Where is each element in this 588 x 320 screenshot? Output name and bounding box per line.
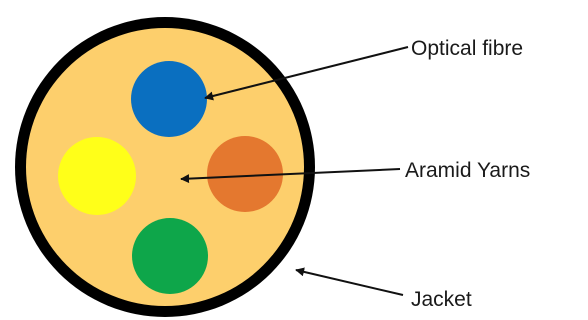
aramid-yarns-leader (180, 168, 401, 184)
aramid-yarn-filler (26, 28, 304, 306)
optical-fibre-label: Optical fibre (411, 37, 523, 60)
jacket-label: Jacket (411, 288, 472, 311)
optical-fibre-orange (207, 136, 283, 212)
optical-fibre-green (132, 218, 208, 294)
optical-fibre-yellow (58, 137, 136, 215)
optical-fibre-leader (204, 46, 409, 101)
jacket-leader (295, 267, 404, 296)
optical-fibre-blue (131, 61, 207, 137)
aramid-yarns-label: Aramid Yarns (405, 159, 530, 182)
